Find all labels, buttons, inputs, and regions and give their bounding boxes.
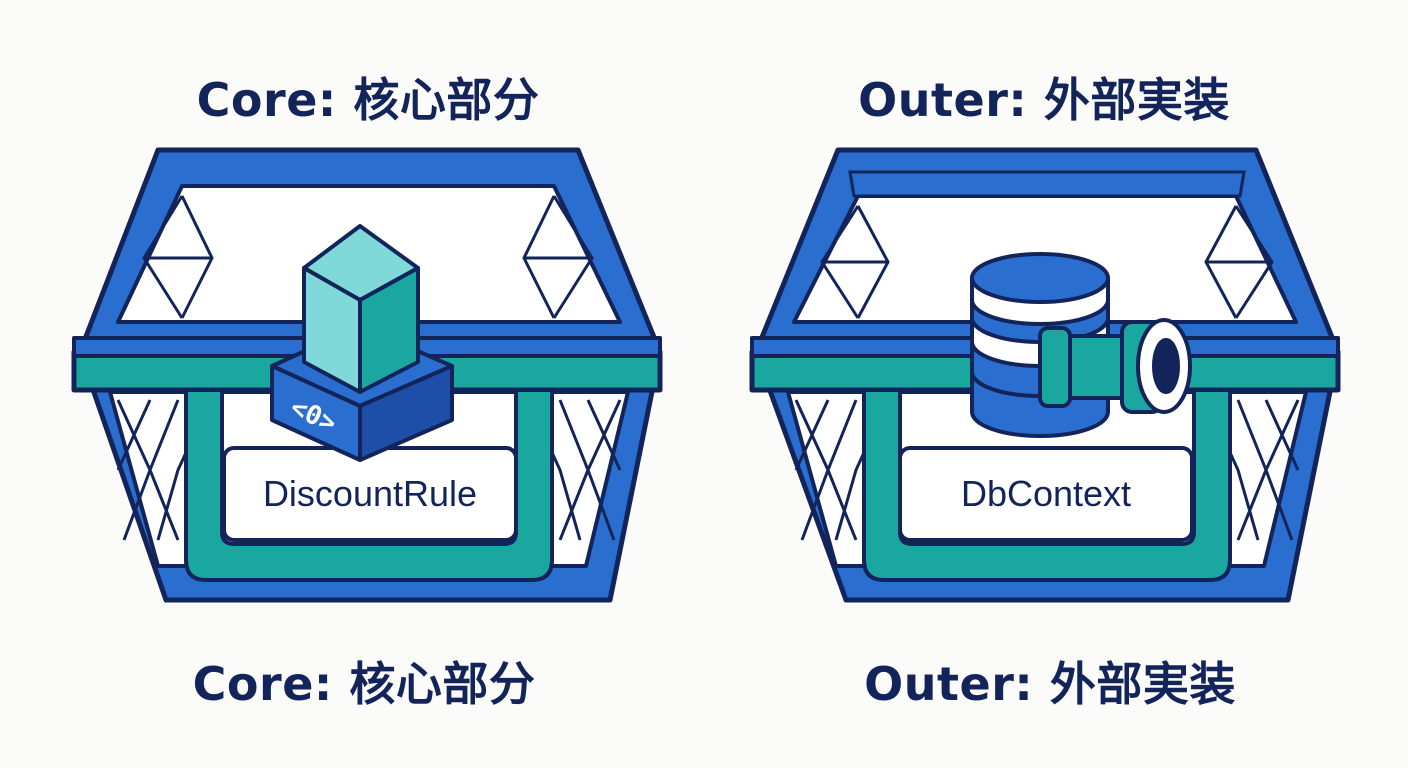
outer-bottom-title: Outer: 外部実装 <box>864 657 1236 711</box>
code-cube-icon <box>270 224 454 462</box>
core-basket-mesh <box>116 195 622 541</box>
core-component-label: DiscountRule <box>263 473 477 514</box>
database-plug-icon <box>970 252 1192 438</box>
outer-basket-handle <box>862 388 1232 582</box>
core-bottom-title: Core: 核心部分 <box>192 657 536 711</box>
outer-basket: DbContext <box>749 147 1341 603</box>
core-basket-handle <box>184 388 554 582</box>
core-basket: DiscountRule <0> <box>71 147 663 603</box>
outer-component-label: DbContext <box>961 473 1131 514</box>
outer-label-box <box>898 446 1194 542</box>
outer-top-title: Outer: 外部実装 <box>858 73 1230 127</box>
core-top-title: Core: 核心部分 <box>196 73 540 127</box>
outer-basket-mesh <box>794 205 1300 541</box>
